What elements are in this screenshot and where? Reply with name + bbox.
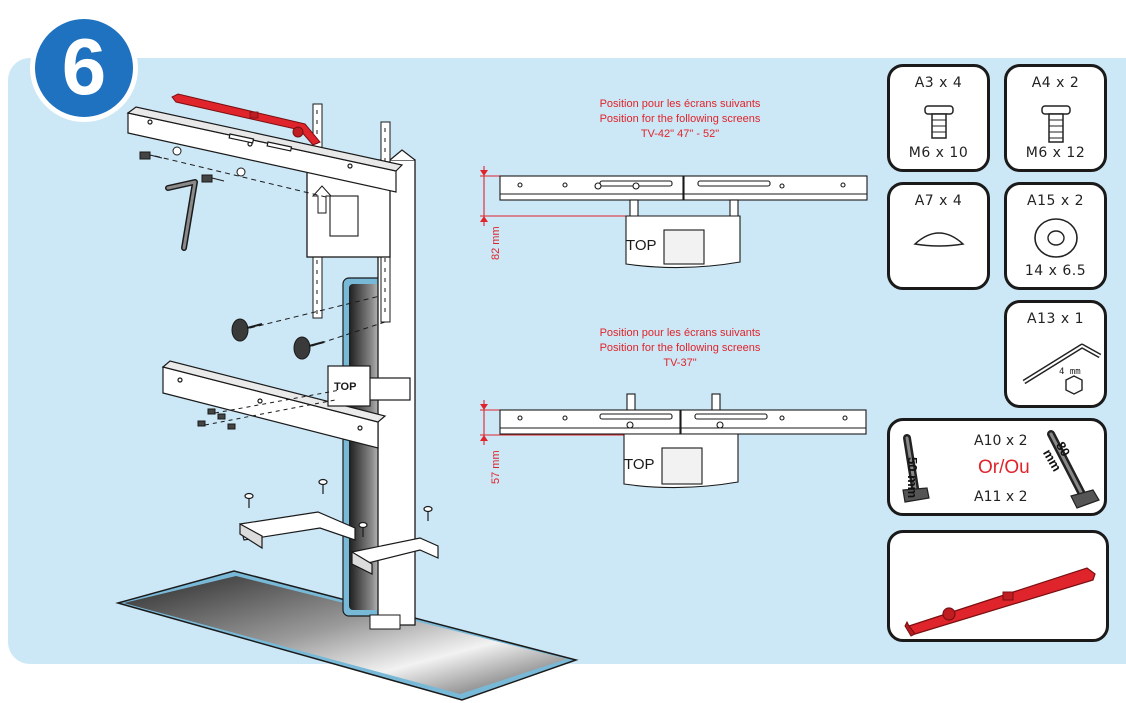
allen-key	[165, 179, 198, 251]
top-tv-bracket	[126, 106, 404, 193]
caption-large-line1: Position pour les écrans suivants	[599, 98, 761, 110]
caption-small-screens: Position pour les écrans suivants Positi…	[560, 326, 800, 371]
spirit-level-red	[171, 93, 321, 146]
a15-quantity: A15 x 2	[1027, 193, 1084, 209]
allen-key-icon	[1022, 343, 1102, 395]
hardware-card-a10-a11: 50 mm A10 x 2 Or/Ou A11 x 2 80 mm	[887, 418, 1107, 516]
knob-screws	[231, 295, 386, 360]
middle-crossbar	[161, 360, 411, 449]
hardware-card-a4: A4 x 2 M6 x 12	[1004, 64, 1107, 172]
crossbar-screws	[197, 389, 341, 430]
leveling-feet-icon	[902, 430, 1100, 509]
base-plate	[115, 570, 579, 701]
step-number-badge: 6	[30, 14, 138, 122]
caption-large-line2: Position for the following screens	[599, 113, 761, 125]
clamp-top-label: TOP	[334, 381, 356, 393]
a3-size: M6 x 10	[908, 145, 969, 161]
a13-quantity: A13 x 1	[1027, 311, 1084, 327]
a4-size: M6 x 12	[1025, 145, 1086, 161]
washer-icon	[1034, 218, 1078, 258]
a4-quantity: A4 x 2	[1031, 75, 1080, 91]
a11-quantity: A11 x 2	[974, 489, 1028, 505]
spirit-level-icon	[904, 567, 1096, 637]
top-screws	[139, 146, 331, 199]
a7-quantity: A7 x 4	[914, 193, 963, 209]
bracket-diagram-small	[480, 393, 867, 489]
caption-large-screens: Position pour les écrans suivants Positi…	[560, 97, 800, 142]
screw-icon	[1041, 105, 1071, 143]
caption-small-line1: Position pour les écrans suivants	[599, 327, 761, 339]
caption-small-line3: TV-37"	[663, 357, 697, 369]
hardware-card-a15: A15 x 2 14 x 6.5	[1004, 182, 1107, 290]
a3-quantity: A3 x 4	[914, 75, 963, 91]
lower-shelf-brackets	[239, 478, 439, 575]
cap-icon	[913, 232, 965, 247]
a15-size: 14 x 6.5	[1024, 263, 1087, 279]
hardware-card-a3: A3 x 4 M6 x 10	[887, 64, 990, 172]
bracket-large-top-label: TOP	[626, 237, 657, 254]
caption-large-line3: TV-42" 47" - 52"	[640, 128, 720, 140]
or-label: Or/Ou	[978, 457, 1030, 478]
dimension-82mm: 82 mm	[490, 226, 502, 260]
a13-tool-size: 4 mm	[1059, 367, 1081, 377]
dimension-57mm: 57 mm	[490, 450, 502, 484]
a10-length: 50 mm	[905, 457, 920, 499]
bracket-diagram-large	[480, 166, 868, 269]
screw-icon	[924, 105, 954, 139]
hardware-card-a7: A7 x 4	[887, 182, 990, 290]
a10-quantity: A10 x 2	[974, 433, 1028, 449]
bracket-small-top-label: TOP	[624, 456, 655, 473]
hardware-card-level	[887, 530, 1109, 642]
caption-small-line2: Position for the following screens	[599, 342, 761, 354]
hardware-card-a13: A13 x 1 4 mm	[1004, 300, 1107, 408]
